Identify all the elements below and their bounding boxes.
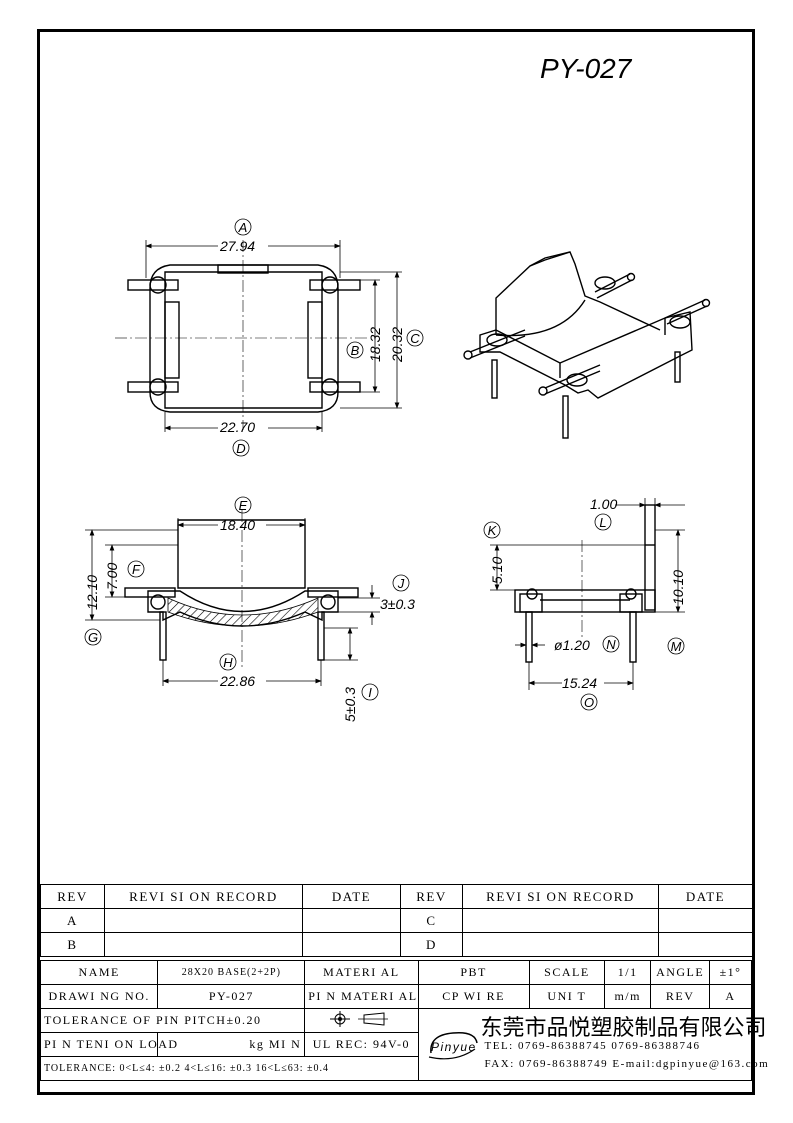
rev-label: REV <box>650 984 711 1009</box>
tolerance-pitch: TOLERANCE OF PIN PITCH±0.20 <box>39 1008 306 1033</box>
dim-e-label: E <box>239 498 248 513</box>
dim-n-label: N <box>606 637 616 652</box>
name-value: 28X20 BASE(2+2P) <box>157 960 306 985</box>
dim-o-value: 15.24 <box>562 675 597 691</box>
scale-label: SCALE <box>528 960 606 985</box>
pin-material-value: CP WI RE <box>417 984 530 1009</box>
name-label: NAME <box>39 960 159 985</box>
dim-j-value: 3±0.3 <box>380 596 415 612</box>
dim-b-value: 18.32 <box>367 327 383 362</box>
company-tel: TEL: 0769-86388745 0769-86388746 <box>484 1040 701 1052</box>
dim-h-value: 22.86 <box>219 673 255 689</box>
isometric-view <box>463 251 711 439</box>
dim-k-label: K <box>488 523 498 538</box>
pinyue-logo-icon: Pinyue <box>428 1031 478 1060</box>
dim-f-value: 7.00 <box>104 563 120 590</box>
tolerance-symbols-icon <box>330 1010 389 1027</box>
unit-label: UNI T <box>528 984 606 1009</box>
dim-f-label: F <box>132 562 141 577</box>
dim-l-label: L <box>599 515 606 530</box>
dim-i-value: 5±0.3 <box>342 687 358 722</box>
record-header-left: REVI SI ON RECORD <box>104 884 303 909</box>
dim-m-value: 10.10 <box>670 570 686 605</box>
unit-value: m/m <box>604 984 652 1009</box>
dim-g-label: G <box>88 630 98 645</box>
dim-m-label: M <box>671 639 682 654</box>
drawing-no-value: PY-027 <box>157 984 306 1009</box>
rev-header-left: REV <box>40 884 105 909</box>
revision-table: REV REVI SI ON RECORD DATE REV REVI SI O… <box>40 884 753 957</box>
dim-c-value: 20.32 <box>389 327 405 363</box>
rev-row-c: C <box>400 908 463 933</box>
dim-h-label: H <box>223 655 233 670</box>
dim-o-label: O <box>584 695 594 710</box>
material-label: MATERI AL <box>304 960 419 985</box>
rev-row-b: B <box>40 932 105 957</box>
company-fax: FAX: 0769-86388749 E-mail:dgpinyue@163.c… <box>484 1058 770 1070</box>
angle-label: ANGLE <box>650 960 711 985</box>
dim-e-value: 18.40 <box>220 517 255 533</box>
dim-l-value: 1.00 <box>590 496 617 512</box>
tolerance-general: TOLERANCE: 0<L≤4: ±0.2 4<L≤16: ±0.3 16<L… <box>40 1056 419 1081</box>
dim-j-label: J <box>397 576 405 591</box>
position-symbols <box>304 1008 419 1033</box>
dim-b-label: B <box>351 343 360 358</box>
rev-header-right: REV <box>400 884 463 909</box>
dim-a-value: 27.94 <box>219 238 255 254</box>
front-view: 18.40 E 12.10 7.00 F G 3±0.3 J 22.86 H <box>84 496 415 722</box>
pin-load-label: PI N TENI ON LOAD <box>39 1032 177 1057</box>
angle-value: ±1° <box>709 960 752 985</box>
pin-load-value: kg MI N <box>157 1032 306 1057</box>
pin-material-label: PI N MATERI AL <box>304 984 419 1009</box>
info-table: NAME 28X20 BASE(2+2P) MATERI AL PBT SCAL… <box>39 960 768 1081</box>
material-value: PBT <box>417 960 530 985</box>
dim-i-label: I <box>368 685 372 700</box>
title-block: REV REVI SI ON RECORD DATE REV REVI SI O… <box>39 884 768 1081</box>
company-block: Pinyue 东莞市品悦塑胶制品有限公司 TEL: 0769-86388745 … <box>417 1008 768 1081</box>
rev-value: A <box>709 984 752 1009</box>
dim-a-label: A <box>238 220 248 235</box>
rev-row-a: A <box>40 908 105 933</box>
dim-c-label: C <box>410 331 420 346</box>
dim-d-value: 22.70 <box>219 419 255 435</box>
dim-g-value: 12.10 <box>84 575 100 610</box>
scale-value: 1/1 <box>604 960 652 985</box>
dim-n-value: ø1.20 <box>554 637 590 653</box>
drawing-title: PY-027 <box>540 53 633 84</box>
drawing-no-label: DRAWI NG NO. <box>39 984 159 1009</box>
rev-row-d: D <box>400 932 463 957</box>
company-name: 东莞市品悦塑胶制品有限公司 <box>480 1016 767 1041</box>
date-header-right: DATE <box>658 884 753 909</box>
dim-k-value: 5.10 <box>489 557 505 584</box>
ul-rec: UL REC: 94V-0 <box>304 1032 419 1057</box>
logo-text: Pinyue <box>431 1040 477 1054</box>
top-view: 27.94 A 18.32 20.32 B C 22.70 D <box>115 218 424 457</box>
drawing-frame <box>37 29 755 1095</box>
record-header-right: REVI SI ON RECORD <box>462 884 659 909</box>
date-header-left: DATE <box>302 884 401 909</box>
dim-d-label: D <box>236 441 245 456</box>
side-view: 1.00 L 5.10 K 10.10 M ø1.20 N 15.24 O <box>483 496 686 711</box>
